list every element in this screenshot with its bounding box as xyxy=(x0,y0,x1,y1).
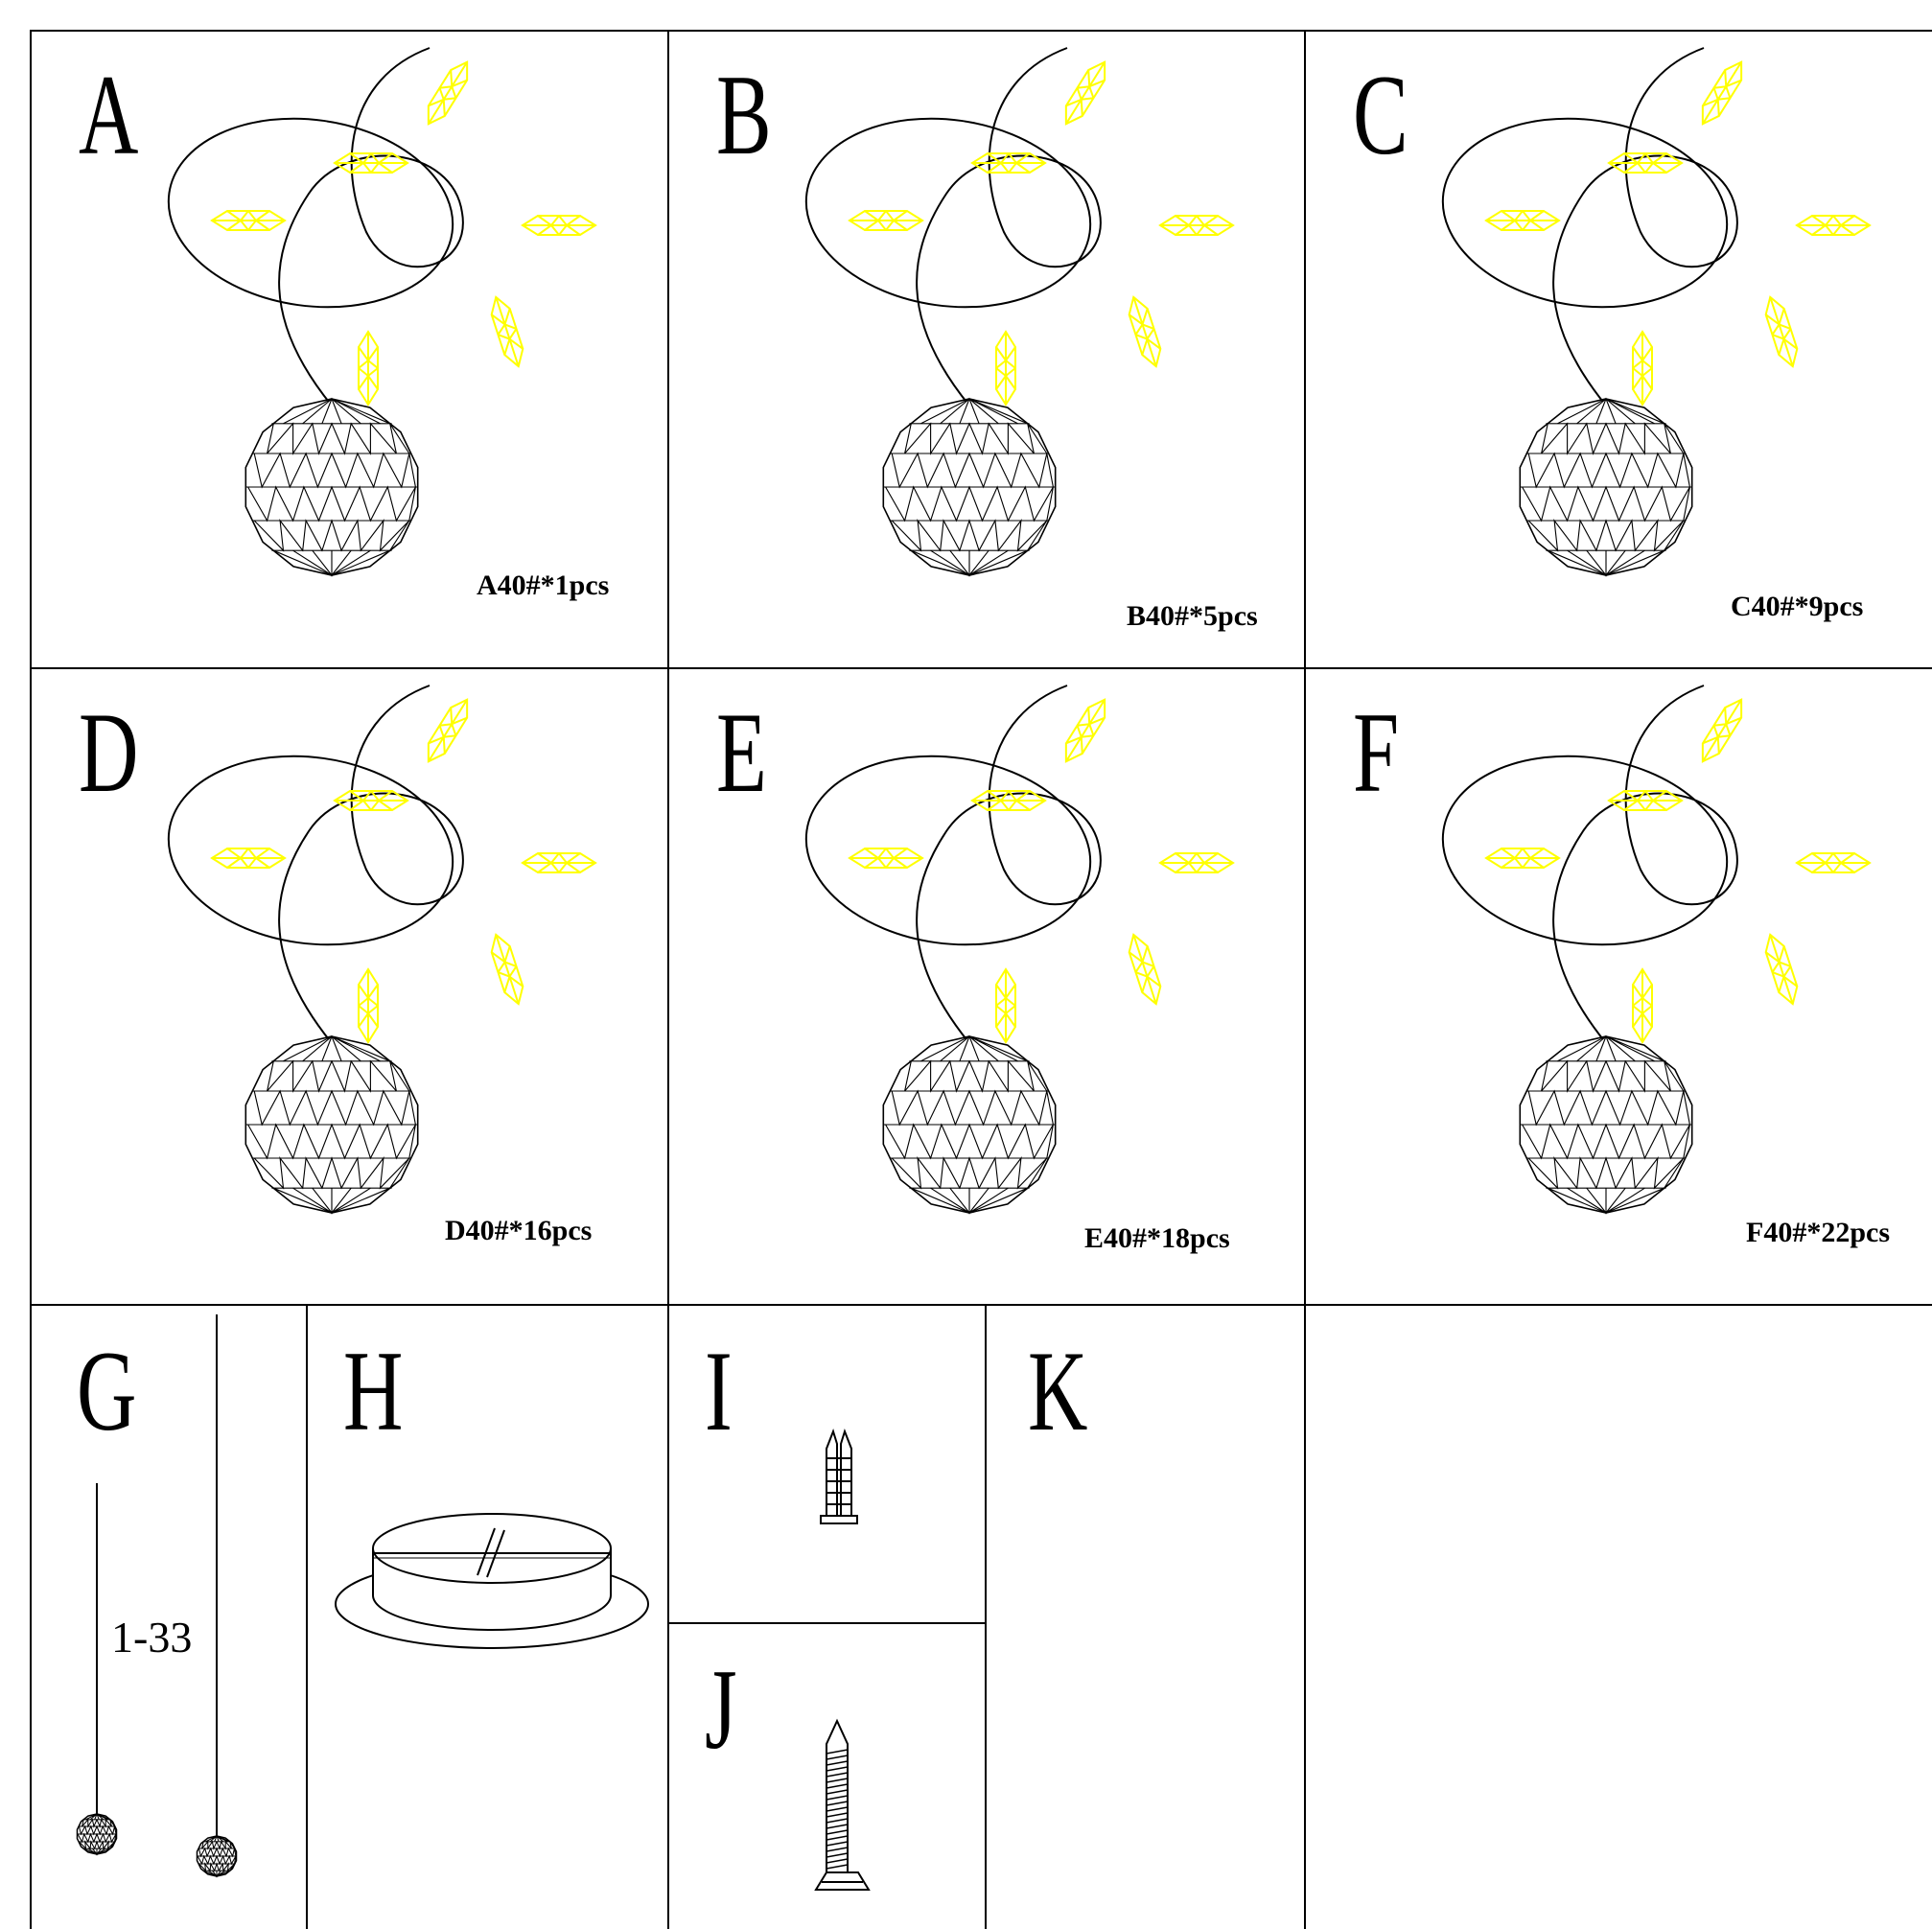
wall-anchor-icon xyxy=(820,1428,858,1524)
panel-j: J xyxy=(668,1623,986,1929)
panel-c: C xyxy=(1305,31,1932,668)
quantity-code: B40#*5pcs xyxy=(1127,600,1258,632)
quantity-code: A40#*1pcs xyxy=(477,569,610,601)
panel-g: G 1-33 xyxy=(31,1305,307,1929)
panel-letter: H xyxy=(343,1327,404,1454)
panel-letter: F xyxy=(1353,688,1400,816)
panel-letter: C xyxy=(1353,51,1408,178)
panel-letter: A xyxy=(79,51,139,178)
quantity-code: E40#*18pcs xyxy=(1084,1222,1230,1254)
chain-length-label: 1-33 xyxy=(111,1613,193,1662)
hanging-chains-icon xyxy=(76,1314,238,1878)
pendant-svg xyxy=(167,685,597,1215)
panel-letter: I xyxy=(705,1327,733,1454)
panel-e: E xyxy=(668,668,1305,1305)
panel-letter: B xyxy=(716,51,772,178)
panel-k: K xyxy=(986,1305,1305,1929)
panel-i: I xyxy=(668,1305,986,1623)
panel-empty xyxy=(1305,1305,1932,1929)
panel-a: A xyxy=(31,31,668,668)
quantity-code: F40#*22pcs xyxy=(1746,1217,1890,1248)
pendant-svg xyxy=(1441,47,1872,577)
panel-letter: G xyxy=(77,1327,137,1454)
pendant-svg xyxy=(804,685,1235,1215)
quantity-code: D40#*16pcs xyxy=(445,1215,593,1246)
panel-d: D xyxy=(31,668,668,1305)
panel-letter: E xyxy=(716,688,767,816)
pendant-svg xyxy=(804,47,1235,577)
panel-letter: K xyxy=(1028,1327,1088,1454)
canopy-icon xyxy=(335,1513,649,1649)
quantity-code: C40#*9pcs xyxy=(1731,591,1864,622)
screw-icon xyxy=(814,1718,871,1891)
pendant-svg xyxy=(1441,685,1872,1215)
pendant-svg xyxy=(167,47,597,577)
panel-letter: J xyxy=(705,1645,737,1773)
panel-b: B xyxy=(668,31,1305,668)
panel-f: F xyxy=(1305,668,1932,1305)
panel-h: H xyxy=(307,1305,668,1929)
panel-letter: D xyxy=(79,688,139,816)
